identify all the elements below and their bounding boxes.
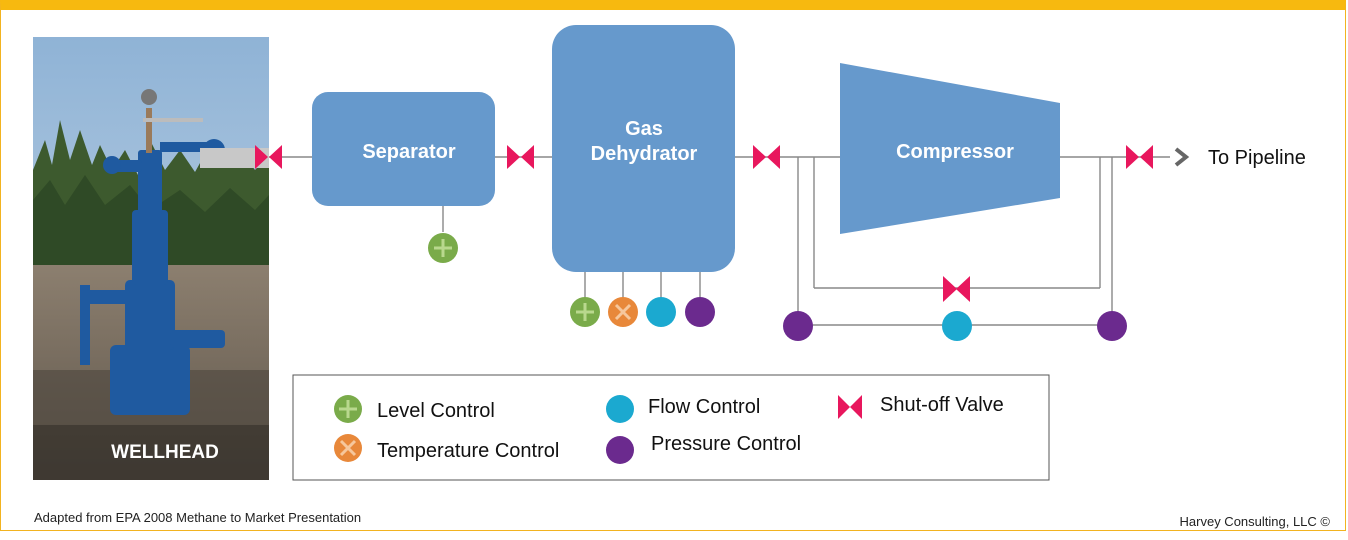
valve-icon: [521, 145, 534, 169]
pressure-control-icon: [783, 311, 813, 341]
shutoff-valves: [255, 145, 1153, 302]
controls: [428, 233, 1127, 341]
temperature-control-icon: [608, 297, 638, 327]
outlet-arrow-icon: [1174, 147, 1190, 167]
separator: Separator: [312, 92, 495, 206]
outlet-label: To Pipeline: [1208, 147, 1306, 169]
flow-control-icon: [646, 297, 676, 327]
valve-icon: [1126, 145, 1139, 169]
legend-valve-label: Shut-off Valve: [880, 394, 1004, 416]
dehydrator-label-line1: Gas: [625, 118, 663, 140]
valve-icon: [767, 145, 780, 169]
legend-flow-label: Flow Control: [648, 396, 760, 418]
gas-dehydrator: Gas Dehydrator: [552, 25, 735, 272]
legend-temperature-icon: [334, 434, 362, 462]
wellhead-photo: WELLHEAD: [33, 37, 269, 480]
valve-icon: [507, 145, 520, 169]
legend-level-label: Level Control: [377, 400, 495, 422]
valve-icon: [943, 276, 957, 302]
valve-icon: [1140, 145, 1153, 169]
legend-flow-icon: [606, 395, 634, 423]
level-control-icon: [570, 297, 600, 327]
level-control-icon: [428, 233, 458, 263]
compressor-label: Compressor: [896, 141, 1014, 163]
pressure-control-icon: [685, 297, 715, 327]
valve-icon: [753, 145, 766, 169]
valve-icon: [956, 276, 970, 302]
legend-valve-icon: [838, 395, 862, 419]
legend-pressure-label: Pressure Control: [651, 433, 801, 455]
dehydrator-label-line2: Dehydrator: [591, 143, 698, 165]
legend-level-icon: [334, 395, 362, 423]
compressor: Compressor: [840, 63, 1060, 234]
separator-label: Separator: [362, 141, 456, 163]
credit-note: Harvey Consulting, LLC ©: [1179, 514, 1330, 529]
pressure-control-icon: [1097, 311, 1127, 341]
wellhead-label: WELLHEAD: [111, 442, 219, 463]
flow-control-icon: [942, 311, 972, 341]
legend: Level Control Temperature Control Flow C…: [292, 374, 1050, 481]
legend-temperature-label: Temperature Control: [377, 440, 559, 462]
valve-icon: [269, 145, 282, 169]
legend-pressure-icon: [606, 436, 634, 464]
valve-icon: [255, 145, 268, 169]
source-note: Adapted from EPA 2008 Methane to Market …: [34, 510, 362, 525]
